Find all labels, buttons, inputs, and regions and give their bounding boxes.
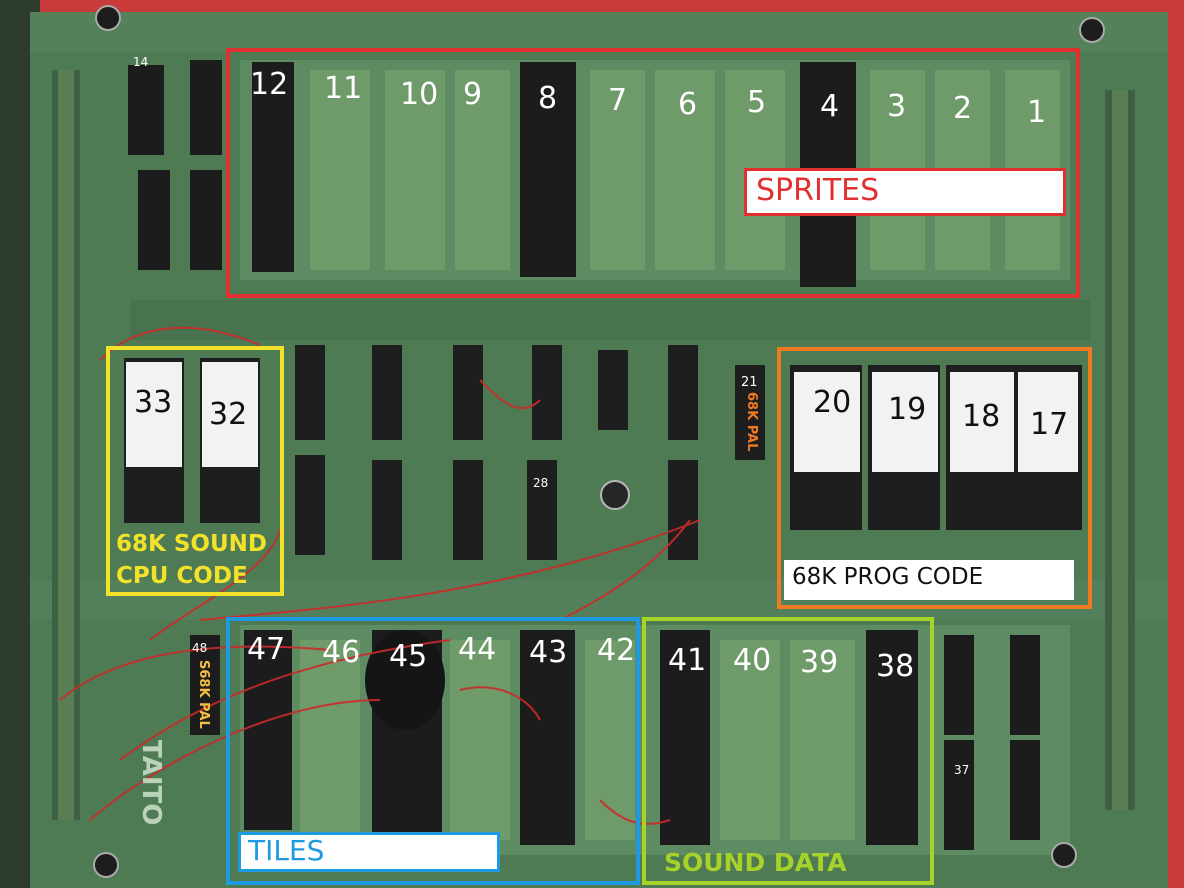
chip-col6-top [668,345,698,440]
pal-s68k-label: S68K PAL [196,660,211,729]
chip-label-11: 11 [324,71,363,106]
chip-label-18: 18 [962,399,1001,434]
corner-cap-br [1051,842,1077,868]
chip-label-14: 14 [133,55,149,69]
chip-label-38: 38 [876,649,915,684]
chip-label-44: 44 [458,632,497,667]
chip-label-17: 17 [1030,407,1069,442]
chip-label-40: 40 [733,643,772,678]
chip-col2-bot [372,460,402,560]
chip-label-4: 4 [820,89,840,124]
chip-col2-top [372,345,402,440]
chip-label-28: 28 [533,476,549,490]
prog-tag-box [784,560,1074,600]
chip-38 [866,630,918,845]
taito-silkscreen: TAITO [136,740,166,826]
prog-code-region-outline [777,347,1092,609]
chip-c118 [190,170,222,270]
chip-b1 [944,635,974,735]
chip-col1-top [295,345,325,440]
chip-12 [252,62,294,272]
chip-47 [244,630,292,830]
prog-tag: 68K PROG CODE [792,564,984,590]
chip-48 [190,635,220,735]
tiles-region-outline [226,617,640,885]
chip-label-39: 39 [800,645,839,680]
chip-label-7: 7 [608,83,628,118]
chip-label-6: 6 [678,87,698,122]
chip-label-41: 41 [668,643,707,678]
chip-label-45: 45 [389,639,428,674]
chip-label-46: 46 [322,635,361,670]
chip-label-8: 8 [538,81,558,116]
chip-label-43: 43 [529,635,568,670]
corner-cap-tl [95,5,121,31]
chip-label-19: 19 [888,392,927,427]
chip-label-42: 42 [597,633,636,668]
tiles-tag-box [238,832,500,872]
chip-label-48: 48 [192,641,208,655]
chip-label-5: 5 [747,85,767,120]
chip-37 [944,740,974,850]
chip-label-12: 12 [250,67,289,102]
sound-data-tag: SOUND DATA [664,848,847,877]
chip-col4-top [532,345,562,440]
sound-data-region-outline [642,617,934,885]
sprites-tag: SPRITES [756,173,880,208]
chip-14 [128,65,164,155]
chip-c117 [138,170,170,270]
chip-28 [527,460,557,560]
chip-label-37: 37 [954,763,970,777]
chip-label-32: 32 [209,397,248,432]
chip-41 [660,630,710,845]
chip-8 [520,62,576,277]
chip-col5-top [598,350,628,430]
sprites-tag-box [744,168,1066,216]
chip-label-21: 21 [741,375,758,390]
chip-col1-bot [295,455,325,555]
chip-21 [735,365,765,460]
chip-b2 [1010,635,1040,735]
chip-col3-top [453,345,483,440]
chip-col3-bot [453,460,483,560]
pal-68k-label: 68K PAL [744,392,759,452]
chip-43 [520,630,575,845]
sound-cpu-tag-line2: CPU CODE [116,563,248,589]
sprites-region-outline [226,48,1080,298]
chip-label-20: 20 [813,385,852,420]
chip-label-3: 3 [887,89,907,124]
tiles-tag: TILES [248,834,325,867]
chip-label-33: 33 [134,385,173,420]
corner-cap-tr [1079,17,1105,43]
sound-cpu-tag-line1: 68K SOUND [116,531,267,557]
black-blob [365,630,445,730]
chip-c116 [190,60,222,155]
sound-cpu-region-outline [106,346,284,596]
chip-label-47: 47 [247,632,286,667]
chip-label-10: 10 [400,77,439,112]
capacitor [600,480,630,510]
chip-label-1: 1 [1027,95,1047,130]
corner-cap-bl [93,852,119,878]
chip-col6-bot [668,460,698,560]
chip-label-9: 9 [463,77,483,112]
chip-label-2: 2 [953,91,973,126]
chip-b3 [1010,740,1040,840]
